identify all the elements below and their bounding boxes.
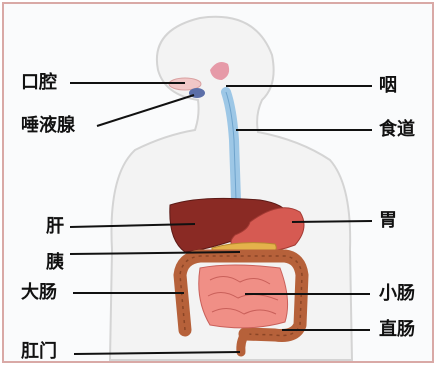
label-anus: 肛门 <box>21 342 57 362</box>
label-esophagus: 食道 <box>379 120 415 140</box>
label-large-intestine: 大肠 <box>21 283 57 303</box>
rectum-shape <box>241 334 245 352</box>
small-intestine-shape <box>199 265 288 328</box>
label-salivary-gland: 唾液腺 <box>21 116 75 136</box>
label-pharynx: 咽 <box>379 76 397 96</box>
label-mouth: 口腔 <box>21 73 57 93</box>
label-stomach: 胃 <box>379 211 397 231</box>
label-pancreas: 胰 <box>46 253 64 273</box>
label-liver: 肝 <box>46 217 64 237</box>
label-rectum: 直肠 <box>379 320 415 340</box>
label-small-intestine: 小肠 <box>379 284 415 304</box>
leader-stomach <box>292 221 372 222</box>
leader-salivary-gland <box>97 95 194 126</box>
